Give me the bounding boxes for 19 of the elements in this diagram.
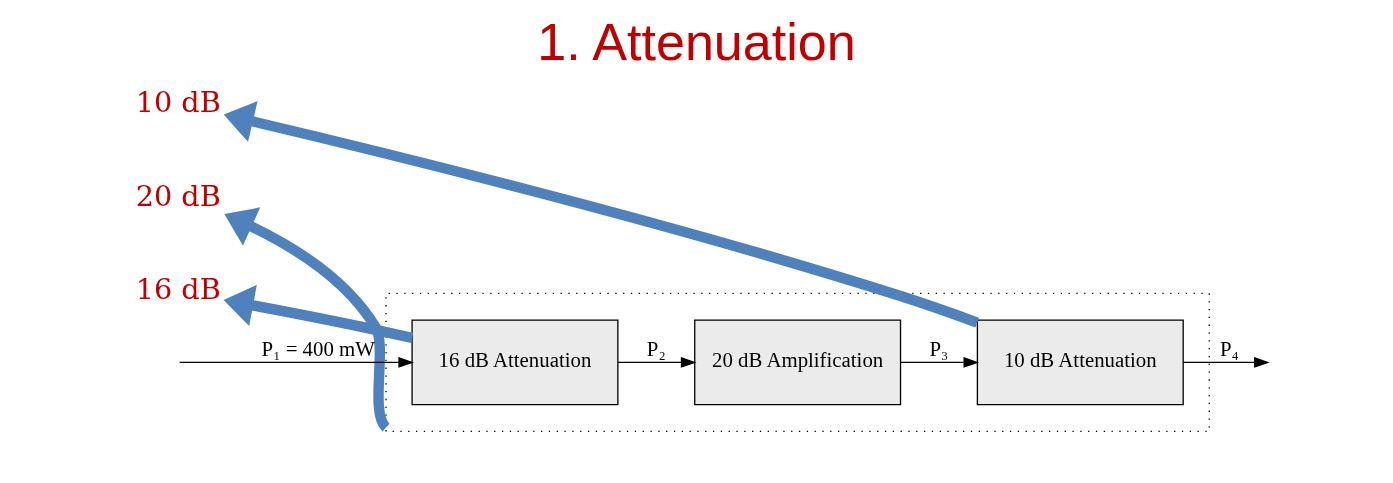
edge-label: P₂ bbox=[646, 336, 666, 361]
node-text: 16 dB bbox=[135, 272, 221, 307]
arrow bbox=[223, 101, 979, 328]
node-box: 10 dB Attenuation bbox=[976, 319, 1184, 406]
arrow bbox=[900, 356, 980, 368]
cluster bbox=[385, 292, 1210, 433]
arrow bbox=[179, 356, 414, 368]
arrow bbox=[1182, 356, 1270, 368]
arrow bbox=[617, 356, 697, 368]
diagram-title: 1. Attenuation bbox=[537, 13, 856, 72]
node-box: 20 dB Amplification bbox=[694, 319, 902, 406]
node-text: 20 dB bbox=[135, 178, 221, 213]
arrow bbox=[223, 284, 414, 343]
edge-label: P₄ bbox=[1220, 336, 1239, 361]
node-box: 16 dB Attenuation bbox=[411, 319, 619, 406]
arrow bbox=[224, 207, 391, 431]
edge-label: P₁ = 400 mW bbox=[261, 336, 375, 361]
edge-label: P₃ bbox=[929, 336, 949, 361]
node-text: 10 dB bbox=[135, 84, 221, 119]
